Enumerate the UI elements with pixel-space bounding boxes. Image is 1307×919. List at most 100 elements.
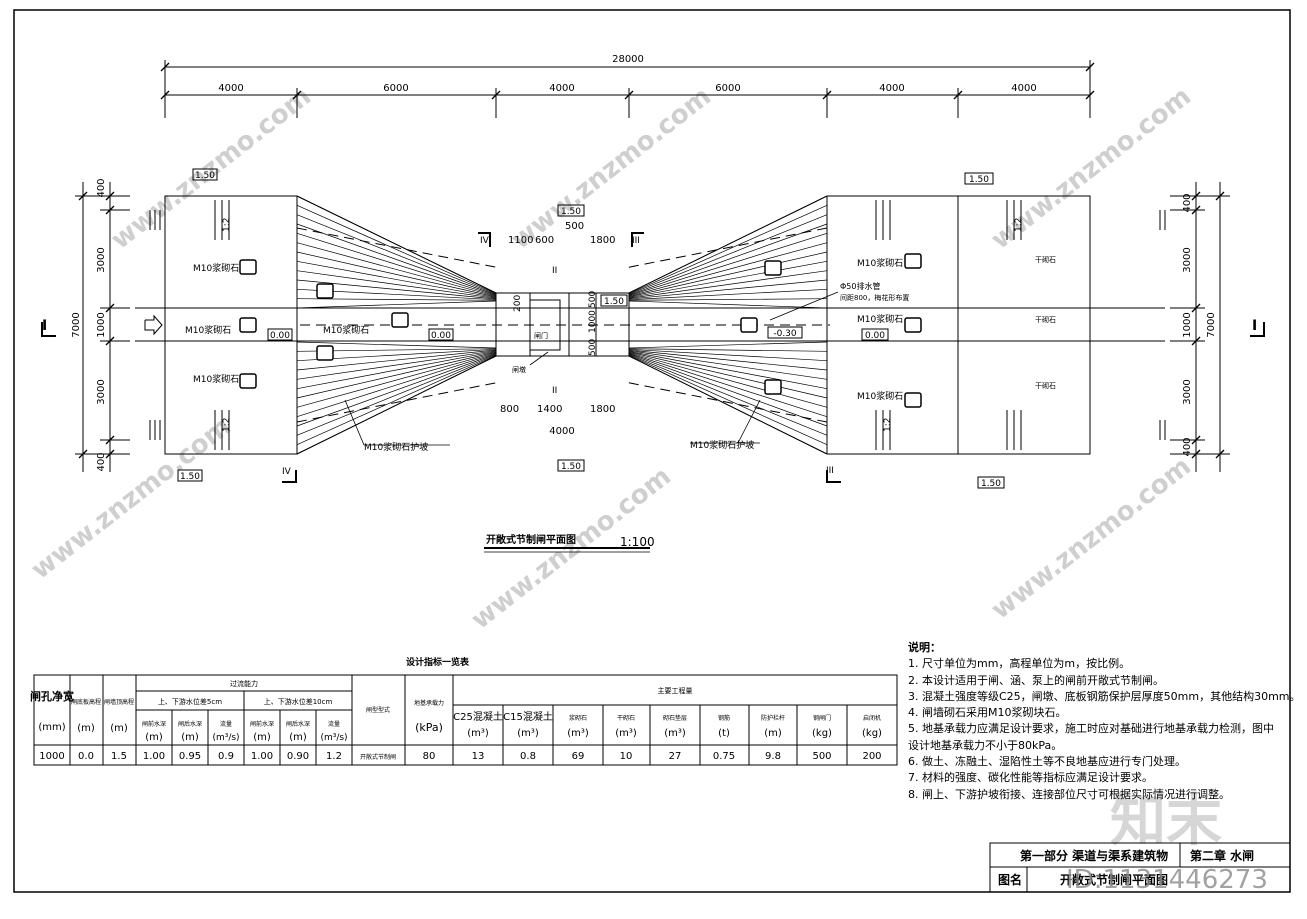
elevation-label: 0.00 — [431, 331, 451, 341]
tb-chapter: 第二章 水闸 — [1190, 848, 1254, 863]
dim-v: 3000 — [96, 247, 107, 272]
ratio-label: 1:2 — [883, 418, 893, 432]
material-label: M10浆砌石 — [857, 313, 903, 325]
th-found-unit: (kPa) — [415, 721, 443, 734]
center-dim: 1100 — [508, 235, 533, 246]
table-headers: 闸孔净宽 (mm) 闸底板高程 (m) 闸墙顶高程 (m) 过流能力 上、下游水… — [30, 679, 693, 743]
center-dim: 1800 — [590, 404, 615, 415]
title-block — [989, 842, 1291, 893]
th-q: 流量 — [220, 720, 232, 728]
elevation-label: 0.00 — [865, 331, 885, 341]
qty-unit: (m³) — [467, 728, 489, 739]
dim-v: 1000 — [1182, 312, 1193, 337]
table-cell: 0.75 — [713, 751, 735, 762]
qty-header: 钢闸门 — [813, 714, 831, 722]
table-cell: 9.8 — [765, 751, 781, 762]
note-item: 7. 材料的强度、碳化性能等指标应满足设计要求。 — [908, 771, 1153, 785]
note-item: 8. 闸上、下游护坡衔接、连接部位尺寸可根据实际情况进行调整。 — [908, 787, 1230, 801]
dim-v: 3000 — [1182, 379, 1193, 404]
dimension-ticks — [78, 62, 1225, 459]
tb-id-watermark: ID:1131446273 — [1066, 865, 1268, 895]
material-label: 干砌石 — [1035, 316, 1056, 324]
center-dim: 1800 — [590, 235, 615, 246]
center-dim: 200 — [513, 295, 523, 312]
dim-seg: 4000 — [218, 83, 243, 94]
plan-scale: 1:100 — [620, 535, 655, 549]
table-title: 设计指标一览表 — [406, 656, 470, 668]
tb-part: 第一部分 渠道与渠系建筑物 — [1020, 848, 1168, 863]
th-q2: 流量 — [328, 720, 340, 728]
tb-drawing-name: 开敞式节制闸平面图 — [1060, 872, 1168, 887]
note-item: 3. 混凝土强度等级C25，闸墩、底板钢筋保护层厚度50mm，其他结构30mm。 — [908, 689, 1301, 703]
dim-v: 1000 — [96, 312, 107, 337]
section-mark: II — [552, 266, 557, 276]
note-item: 1. 尺寸单位为mm，高程单位为m，按比例。 — [908, 657, 1131, 671]
th-unit: (m³/s) — [320, 733, 347, 743]
material-label: M10浆砌石 — [857, 390, 903, 402]
elevation-label: 0.00 — [270, 331, 290, 341]
qty-header: 钢筋 — [718, 714, 730, 722]
dim-total: 28000 — [612, 54, 644, 65]
dim-v: 3000 — [96, 379, 107, 404]
dim-v: 400 — [96, 178, 107, 197]
material-label: M10浆砌石护坡 — [364, 441, 428, 453]
th-bed-unit: (m) — [77, 723, 95, 734]
material-label: M10浆砌石 — [323, 324, 369, 336]
section-mark: IV — [480, 236, 490, 246]
watermark: www.znzmo.com — [506, 82, 717, 256]
table-cell: 10 — [620, 751, 633, 762]
th-sub1: 上、下游水位差5cm — [158, 697, 222, 706]
th-unit: (m) — [289, 732, 307, 743]
center-dim: 4000 — [549, 426, 574, 437]
elevation-label: -0.30 — [773, 329, 797, 339]
dim-v-total: 7000 — [1206, 312, 1217, 337]
qty-header: 浆砌石 — [569, 714, 587, 722]
th-bed: 闸底板高程 — [71, 698, 101, 706]
section-mark: II — [552, 386, 557, 396]
th-unit: (m) — [145, 732, 163, 743]
dim-seg: 4000 — [1011, 83, 1036, 94]
table-cell: 500 — [812, 751, 831, 762]
th-wall-unit: (m) — [110, 723, 128, 734]
material-label: M10浆砌石 — [193, 373, 239, 385]
material-label: M10浆砌石护坡 — [690, 439, 754, 451]
center-dim: 1400 — [537, 404, 562, 415]
watermark: www.znzmo.com — [26, 412, 237, 586]
table-cell: 0.8 — [520, 751, 536, 762]
dimension-lines — [75, 60, 1230, 472]
qty-header: 防护栏杆 — [761, 714, 785, 722]
table-cell: 0.0 — [78, 751, 94, 762]
dim-v: 400 — [1182, 193, 1193, 212]
dim-v: 3000 — [1182, 247, 1193, 272]
center-dim: 500 — [565, 221, 584, 232]
table-cell: 0.95 — [179, 751, 201, 762]
slope-hatch — [296, 195, 828, 455]
notes-list: 1. 尺寸单位为mm，高程单位为m，按比例。2. 本设计适用于闸、涵、泵上的闸前… — [908, 656, 1301, 803]
watermark: www.znzmo.com — [986, 452, 1197, 626]
qty-unit: (kg) — [862, 728, 882, 739]
note-item: 5. 地基承载力应满足设计要求，施工时应对基础进行地基承载力检测，图中 — [908, 722, 1274, 736]
qty-unit: (t) — [718, 728, 730, 739]
slope-label: 1.50 — [604, 297, 624, 307]
th-flow: 过流能力 — [230, 679, 258, 688]
table-cell: 1.00 — [143, 751, 165, 762]
th-down: 闸后水深 — [178, 720, 202, 728]
section-mark: I — [42, 318, 47, 334]
slope-label: 1.50 — [195, 171, 215, 181]
ratio-label: 1:2 — [222, 418, 232, 432]
slope-boxes — [177, 168, 1005, 489]
table-cell: 1.2 — [326, 751, 342, 762]
center-dim: 800 — [500, 404, 519, 415]
dim-v: 400 — [96, 452, 107, 471]
th-width: 闸孔净宽 — [30, 689, 74, 703]
table-cell: 27 — [669, 751, 682, 762]
center-dim: 1000 — [588, 310, 598, 333]
pier-label: 闸墩 — [512, 365, 526, 374]
qty-header: C15混凝土 — [503, 710, 553, 723]
th-gate: 闸型型式 — [366, 706, 390, 714]
dim-v-total: 7000 — [71, 312, 82, 337]
th-main: 主要工程量 — [658, 686, 693, 695]
th-up: 闸前水深 — [142, 720, 166, 728]
qty-header: 砌石垫层 — [663, 714, 687, 722]
